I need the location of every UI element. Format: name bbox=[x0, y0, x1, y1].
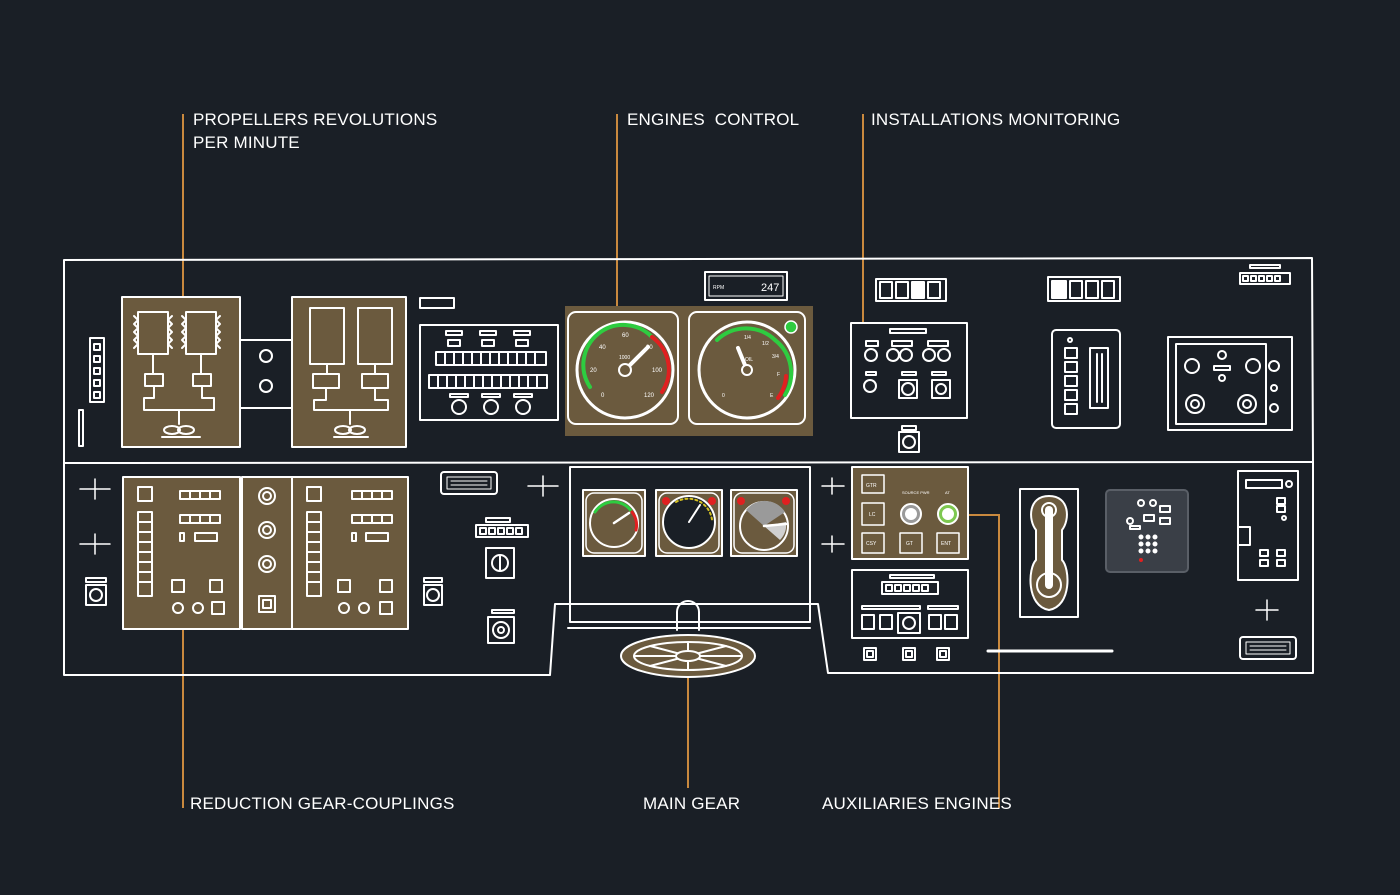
rpm-gauge-tick-120: 120 bbox=[644, 393, 655, 399]
engines-control-leader bbox=[616, 114, 618, 306]
left-side-switch bbox=[85, 577, 107, 606]
installations-monitor-panel bbox=[850, 278, 968, 453]
left-indicator-strip bbox=[78, 337, 105, 447]
rpm-gauge-tick-100: 100 bbox=[652, 368, 663, 374]
callout-main-gear: MAIN GEAR bbox=[643, 794, 741, 813]
callout-engines-control: ENGINES CONTROL bbox=[627, 110, 800, 129]
auxiliaries-leader-vertical bbox=[998, 514, 1000, 808]
indicator-lamp-icon bbox=[784, 320, 798, 334]
auxiliaries-leader-horizontal bbox=[966, 514, 1000, 516]
callout-reduction-gear: REDUCTION GEAR-COUPLINGS bbox=[190, 794, 455, 813]
aux-caption-at: AT bbox=[945, 490, 950, 495]
propellers-leader bbox=[182, 114, 184, 298]
callout-installations-monitoring: INSTALLATIONS MONITORING bbox=[871, 110, 1121, 129]
auxiliaries-sub-panel bbox=[851, 569, 969, 661]
propeller-panel-2 bbox=[291, 296, 407, 448]
center-left-controls bbox=[440, 471, 529, 644]
oil-gauge-tick-e: E bbox=[770, 393, 774, 399]
reduction-gear-panel-right bbox=[291, 476, 409, 630]
center-left-side-switch bbox=[423, 577, 443, 606]
rpm-display-value: 247 bbox=[761, 282, 779, 294]
coupling-bolt-top bbox=[259, 349, 273, 363]
main-gear-leader bbox=[687, 668, 689, 788]
throttle-lever bbox=[1019, 488, 1079, 618]
oil-gauge-tick-half: 1/2 bbox=[762, 341, 769, 347]
navigation-light-panel bbox=[1105, 489, 1189, 573]
engine-gauges-panel: 0 20 40 60 80 100 120 1000 0 1/4 1/2 3/4… bbox=[565, 306, 813, 436]
right-top-indicators bbox=[1047, 264, 1293, 431]
right-cabinet bbox=[1237, 470, 1299, 660]
rpm-gauge-tick-0: 0 bbox=[601, 393, 605, 399]
rpm-gauge-tick-60: 60 bbox=[622, 333, 629, 339]
engine-rpm-gauge: 0 20 40 60 80 100 120 1000 bbox=[575, 320, 675, 420]
callout-propellers: PROPELLERS REVOLUTIONS PER MINUTE bbox=[193, 108, 437, 154]
installations-leader bbox=[862, 114, 864, 324]
aux-button-gt: GT bbox=[906, 541, 913, 547]
auxiliaries-panel: GTR LC CSY GT ENT SOURCE PWR AT bbox=[851, 466, 969, 560]
oil-gauge-tick-three-quarter: 3/4 bbox=[772, 354, 779, 360]
aux-button-ent: ENT bbox=[941, 541, 951, 547]
engine-oil-gauge: 0 1/4 1/2 3/4 F E OIL bbox=[697, 320, 798, 420]
coupling-bolt-bottom bbox=[259, 379, 273, 393]
rpm-display-caption: RPM bbox=[713, 285, 724, 291]
callout-propellers-line2: PER MINUTE bbox=[193, 133, 300, 152]
reduction-gear-panel-left bbox=[122, 476, 241, 630]
steering-wheel-icon bbox=[620, 600, 756, 678]
crosshair-marks bbox=[79, 475, 1279, 621]
reduction-gear-coupler bbox=[241, 476, 293, 630]
aux-button-lc: LC bbox=[869, 512, 876, 518]
propeller-panel-1 bbox=[121, 296, 241, 448]
callout-auxiliaries-engines: AUXILIARIES ENGINES bbox=[822, 794, 1012, 813]
switch-bank-panel bbox=[419, 297, 559, 421]
aux-caption-source: SOURCE PWR bbox=[902, 490, 930, 495]
rpm-gauge-tick-20: 20 bbox=[590, 368, 597, 374]
aux-button-gtr: GTR bbox=[866, 483, 877, 489]
rpm-gauge-center-text: 1000 bbox=[619, 355, 630, 361]
rpm-digital-display: RPM 247 bbox=[704, 271, 788, 301]
oil-gauge-center-text: OIL bbox=[745, 357, 753, 363]
reduction-gear-leader bbox=[182, 630, 184, 808]
rpm-gauge-tick-40: 40 bbox=[599, 345, 606, 351]
propeller-shaft-icon bbox=[133, 311, 221, 438]
aux-button-csy: CSY bbox=[866, 541, 877, 547]
callout-propellers-line1: PROPELLERS REVOLUTIONS bbox=[193, 110, 438, 129]
oil-gauge-tick-0: 0 bbox=[722, 393, 725, 399]
oil-gauge-tick-f: F bbox=[777, 372, 780, 378]
console-outline bbox=[63, 257, 1314, 676]
center-gauge-cluster bbox=[569, 466, 811, 623]
oil-gauge-tick-quarter: 1/4 bbox=[744, 335, 751, 341]
rpm-gauge-tick-80: 80 bbox=[646, 345, 653, 351]
